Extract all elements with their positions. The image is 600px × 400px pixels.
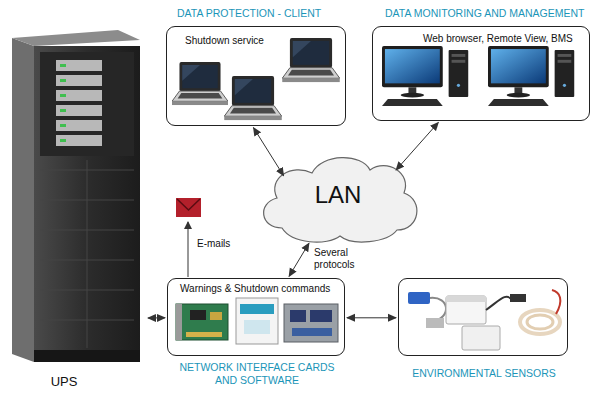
email-envelope (176, 198, 201, 217)
sensors-box: ENVIRONMENTAL SENSORS (398, 278, 568, 356)
laptop-icon (172, 62, 228, 105)
node-text: DATA MONITORING AND MANAGEMENT (385, 7, 600, 20)
node-text: UPS (8, 374, 120, 390)
connector-arrow (347, 317, 396, 318)
node-subtext: NETWORK INTERFACE CARDS AND SOFTWARE (172, 361, 342, 386)
node-text: Warnings & Shutdown commands (180, 283, 346, 295)
sensor-devices (408, 290, 560, 350)
node-subtext: Shutdown service (185, 35, 325, 47)
connector-arrow (254, 128, 284, 176)
ups-unit: UPS (8, 30, 146, 380)
nic-box: Warnings & Shutdown commandsNETWORK INTE… (167, 278, 345, 356)
email-arrow (188, 222, 189, 277)
node-subtext: Web browser, Remote View, BMS (423, 33, 593, 45)
ups-cabinet (12, 30, 140, 362)
node-text: LAN (252, 181, 424, 210)
monitoring-box: DATA MONITORING AND MANAGEMENTWeb browse… (372, 26, 590, 121)
lan-cloud: LAN (252, 148, 424, 246)
connector-arrow (289, 243, 309, 276)
client-box: DATA PROTECTION - CLIENTShutdown service (166, 26, 346, 126)
workstation-icon (382, 46, 468, 106)
network-cards (176, 298, 338, 344)
edge-label: Several protocols (314, 247, 364, 271)
connector-arrow (148, 317, 165, 318)
node-text: DATA PROTECTION - CLIENT (177, 7, 407, 20)
email-label: E-mails (197, 238, 257, 250)
connector-arrow (396, 123, 438, 171)
laptop-icon (282, 38, 340, 82)
laptop-icon (224, 76, 282, 120)
node-text: ENVIRONMENTAL SENSORS (389, 367, 579, 380)
workstation-icon (488, 46, 574, 106)
